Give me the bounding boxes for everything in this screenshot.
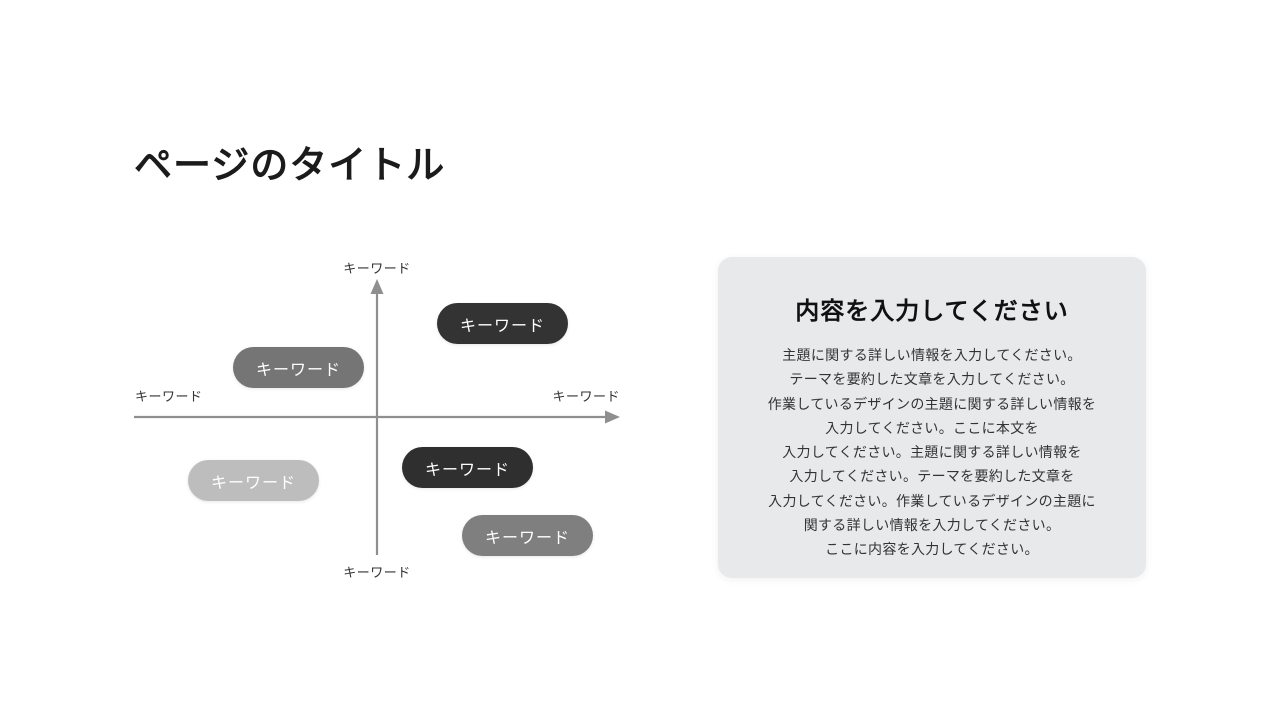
y-axis-arrow-icon: [370, 279, 384, 294]
content-heading: 内容を入力してください: [795, 298, 1069, 325]
x-axis-arrow-icon: [605, 410, 620, 424]
axis-label-right: キーワード: [552, 389, 620, 404]
content-body-line: 作業しているデザインの主題に関する詳しい情報を: [767, 395, 1097, 412]
content-body-line: 入力してください。テーマを要約した文章を: [789, 468, 1075, 485]
axis-label-top: キーワード: [343, 261, 411, 276]
content-body-line: 関する詳しい情報を入力してください。: [803, 517, 1061, 534]
content-body-line: 入力してください。作業しているデザインの主題に: [768, 492, 1096, 509]
keyword-pill-upper-left: キーワード: [233, 347, 364, 388]
content-panel: 内容を入力してください 主題に関する詳しい情報を入力してください。 テーマを要約…: [718, 257, 1146, 578]
content-body: 主題に関する詳しい情報を入力してください。 テーマを要約した文章を入力してくださ…: [768, 343, 1096, 562]
keyword-pill-lower-right-dark: キーワード: [402, 447, 533, 488]
keyword-pill-top-right: キーワード: [437, 303, 568, 344]
page-title: ページのタイトル: [134, 145, 446, 187]
keyword-pill-lower-right-gray: キーワード: [462, 515, 593, 556]
keyword-pill-lower-left: キーワード: [188, 460, 319, 501]
content-body-line: ここに内容を入力してください。: [825, 541, 1039, 558]
axes: [134, 279, 620, 555]
content-body-line: 入力してください。ここに本文を: [825, 419, 1039, 436]
axis-label-left: キーワード: [135, 389, 203, 404]
axis-label-bottom: キーワード: [343, 565, 411, 580]
content-body-line: 入力してください。主題に関する詳しい情報を: [782, 444, 1082, 461]
content-body-line: 主題に関する詳しい情報を入力してください。: [782, 347, 1082, 363]
quadrant-diagram: キーワード キーワード キーワード キーワード キーワード キーワード キーワー…: [128, 252, 628, 584]
content-body-line: テーマを要約した文章を入力してください。: [789, 371, 1075, 388]
